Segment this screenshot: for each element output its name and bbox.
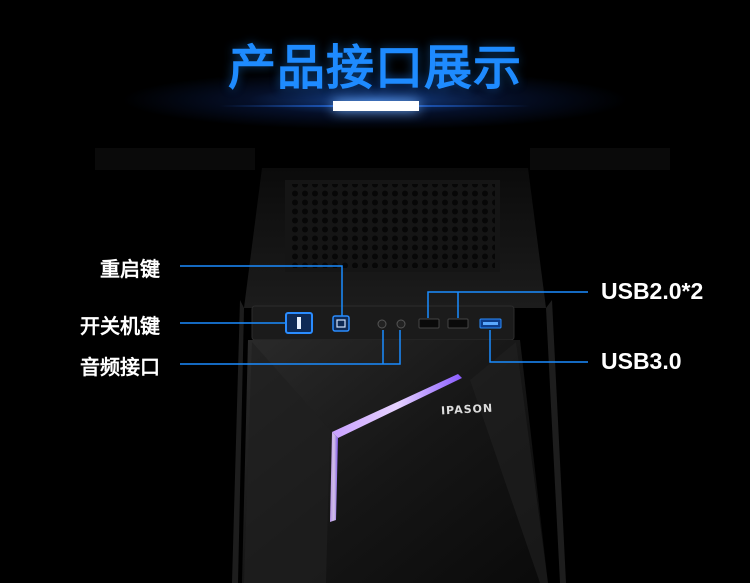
top-vent-mesh — [290, 184, 495, 268]
callout-usb2-ports: USB2.0*2 — [601, 278, 704, 304]
mic-jack — [396, 319, 406, 329]
restart-leader-line — [180, 265, 343, 316]
callout-audio-ports: 音频接口 — [80, 355, 160, 379]
title-glow — [120, 70, 630, 130]
callout-restart-button: 重启键 — [100, 257, 160, 281]
brand-logo: IPASON — [440, 401, 494, 418]
callout-usb3-port: USB3.0 — [601, 348, 682, 374]
leader-lines — [180, 265, 588, 365]
headphone-jack — [377, 319, 387, 329]
usb2-port-2 — [447, 318, 469, 329]
usb2-leader-line — [427, 291, 588, 318]
page-title: 产品接口展示 — [227, 40, 522, 96]
restart-button — [332, 315, 350, 332]
rgb-led-strip — [332, 374, 462, 438]
callout-power-button: 开关机键 — [80, 314, 160, 338]
usb3-leader-line — [489, 330, 588, 363]
audio-leader-line — [180, 330, 401, 365]
usb2-port-1 — [418, 318, 440, 329]
title-underline-bar — [333, 101, 419, 111]
